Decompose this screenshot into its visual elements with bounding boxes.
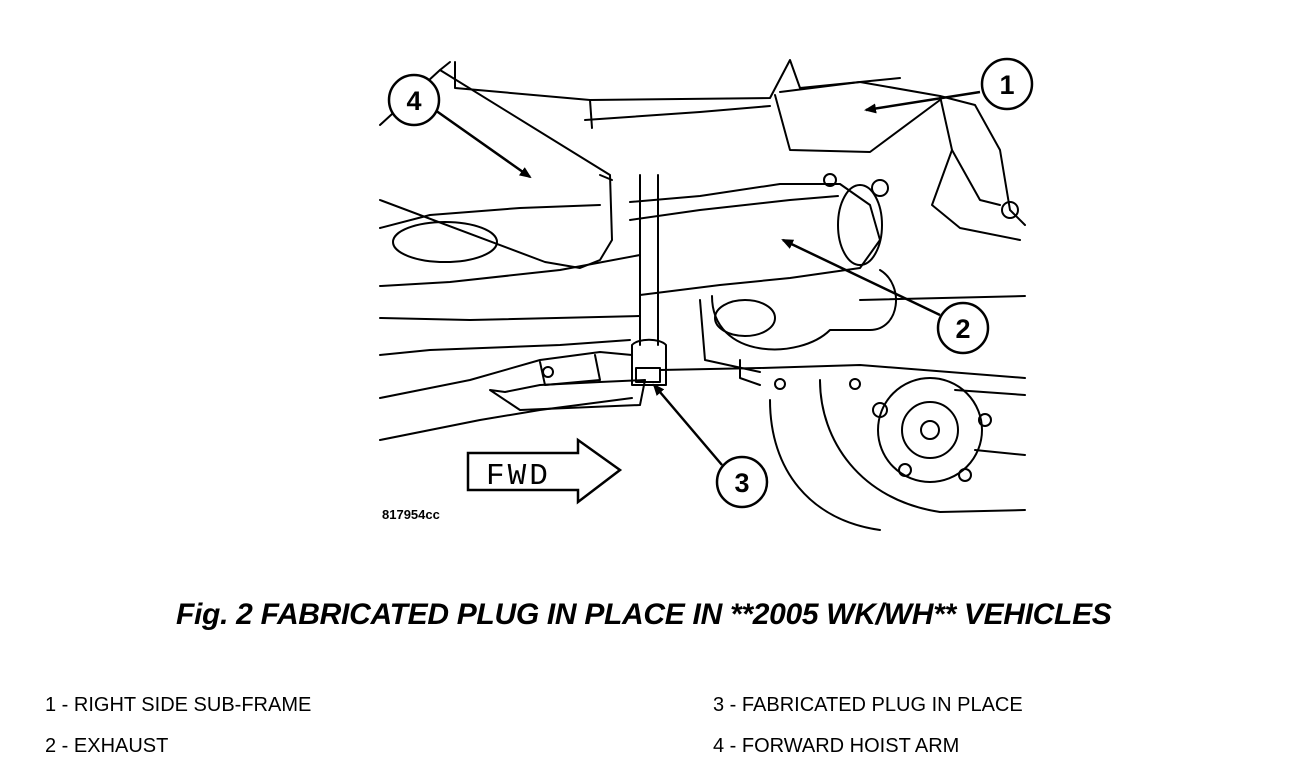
forward-direction-label: FWD (486, 459, 551, 494)
callout-label-4: 4 (406, 86, 421, 116)
leader-line-4 (434, 108, 532, 179)
legend-item-2: 2 - EXHAUST (45, 735, 169, 757)
callout-label-3: 3 (734, 468, 749, 498)
forward-arrow-icon: FWD (466, 437, 623, 505)
leader-line-3 (652, 383, 723, 466)
callout-label-1: 1 (999, 70, 1014, 100)
figure-caption: Fig. 2 FABRICATED PLUG IN PLACE IN **200… (176, 598, 1112, 631)
leader-line-2 (781, 238, 941, 317)
figure-id-code: 817954cc (382, 507, 440, 522)
callout-leaders (434, 90, 981, 466)
callout-2: 2 (936, 301, 990, 355)
legend-item-4: 4 - FORWARD HOIST ARM (713, 735, 960, 757)
callout-4: 4 (387, 73, 441, 127)
legend-item-1: 1 - RIGHT SIDE SUB-FRAME (45, 694, 312, 716)
line-drawing-illustration: 1 2 3 4 FWD 817954cc (379, 57, 1034, 531)
callout-1: 1 (980, 57, 1034, 111)
legend-item-3: 3 - FABRICATED PLUG IN PLACE (713, 694, 1023, 716)
callout-3: 3 (715, 455, 769, 509)
leader-line-1 (864, 90, 981, 114)
callout-label-2: 2 (955, 314, 970, 344)
